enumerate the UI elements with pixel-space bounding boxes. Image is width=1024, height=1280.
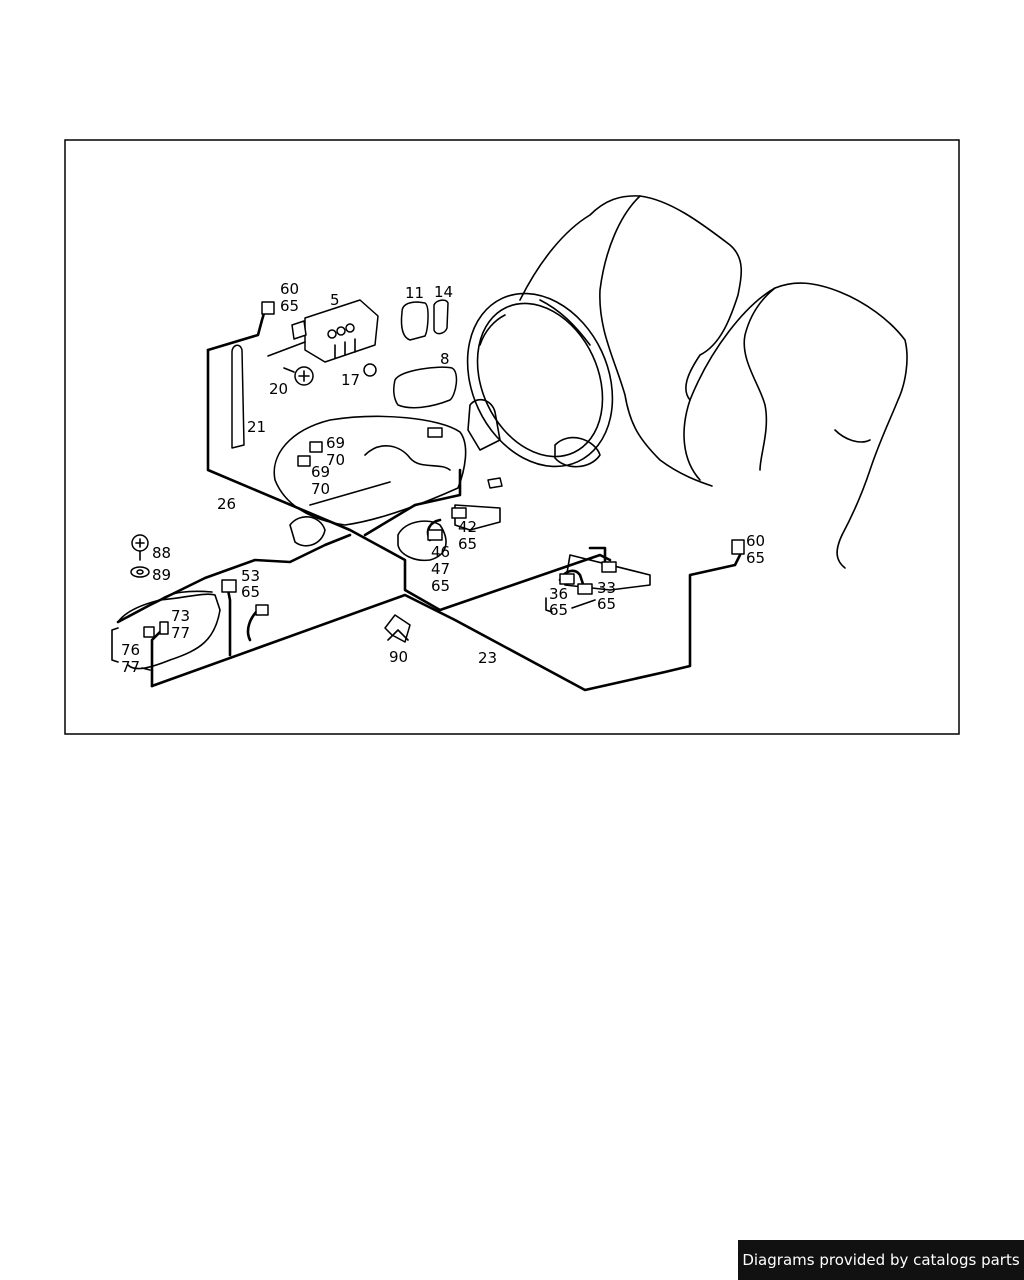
diagram-frame — [64, 139, 960, 735]
trim-piece-8 — [393, 366, 458, 409]
washer-89 — [130, 566, 150, 578]
callout-90: 90 — [389, 648, 408, 666]
callout-65d: 65 — [241, 583, 260, 601]
callout-14: 14 — [434, 283, 453, 301]
rod-21 — [231, 344, 245, 449]
callout-77a: 77 — [171, 624, 190, 642]
front-seat-outline — [519, 195, 742, 487]
callout-70a: 70 — [326, 451, 345, 469]
callout-26: 26 — [217, 495, 236, 513]
callout-46: 46 — [431, 543, 450, 561]
callout-23: 23 — [478, 649, 497, 667]
callout-65f: 65 — [597, 595, 616, 613]
callout-21: 21 — [247, 418, 266, 436]
callout-65e: 65 — [549, 601, 568, 619]
callout-73: 73 — [171, 607, 190, 625]
callout-65a: 65 — [280, 297, 299, 315]
callout-20: 20 — [269, 380, 288, 398]
callout-5: 5 — [330, 291, 340, 309]
rear-seat-outline — [683, 282, 908, 569]
callout-69a: 69 — [326, 434, 345, 452]
light-switch-5 — [267, 299, 379, 363]
leader-lines — [111, 597, 596, 671]
callout-65b: 65 — [458, 535, 477, 553]
callout-65g: 65 — [746, 549, 765, 567]
callout-36: 36 — [549, 585, 568, 603]
connectors — [143, 301, 745, 638]
callout-60a: 60 — [280, 280, 299, 298]
clip-17 — [363, 363, 377, 377]
callout-88: 88 — [152, 544, 171, 562]
callout-89: 89 — [152, 566, 171, 584]
steering-wheel — [466, 292, 614, 468]
callout-70b: 70 — [311, 480, 330, 498]
callout-60b: 60 — [746, 532, 765, 550]
callout-17: 17 — [341, 371, 360, 389]
switch-14 — [433, 299, 449, 335]
clip-90 — [384, 614, 411, 643]
switch-11 — [400, 301, 429, 341]
credit-banner: Diagrams provided by catalogs parts — [738, 1240, 1024, 1280]
callout-76: 76 — [121, 641, 140, 659]
callout-69b: 69 — [311, 463, 330, 481]
callout-42: 42 — [458, 518, 477, 536]
callout-33: 33 — [597, 579, 616, 597]
callout-8: 8 — [440, 350, 450, 368]
screw-88 — [131, 534, 149, 561]
screw-20 — [283, 366, 314, 386]
left-duct — [117, 504, 651, 670]
callout-77b: 77 — [121, 658, 140, 676]
callout-65c: 65 — [431, 577, 450, 595]
callout-11: 11 — [405, 284, 424, 302]
callout-47: 47 — [431, 560, 450, 578]
callout-53: 53 — [241, 567, 260, 585]
